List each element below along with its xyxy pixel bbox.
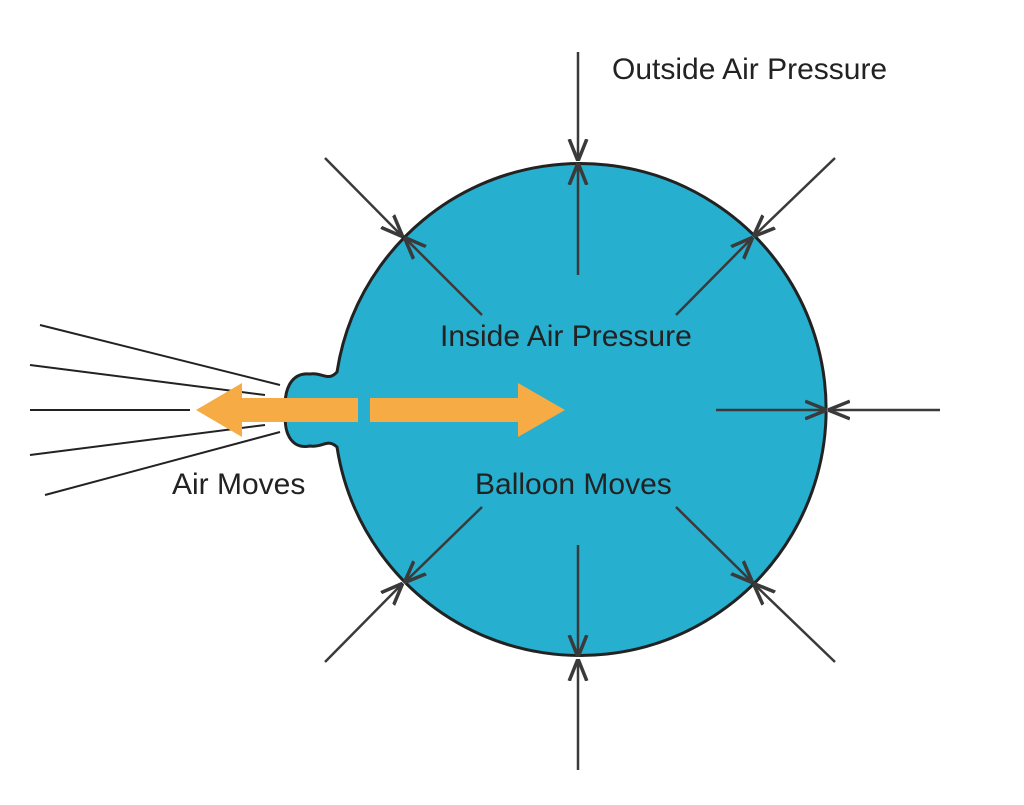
outside-arrow	[754, 157, 836, 236]
balloon-moves-arrow	[370, 383, 565, 437]
inside-arrow	[675, 238, 752, 316]
inside-arrow	[675, 506, 752, 582]
inside-arrow	[405, 506, 483, 582]
outside-arrow	[324, 157, 402, 236]
outside-pressure-arrows	[324, 52, 940, 770]
inside-air-pressure-label: Inside Air Pressure	[440, 320, 692, 353]
air-line	[44, 431, 281, 496]
outside-arrow	[324, 584, 402, 663]
inside-arrow	[405, 238, 483, 316]
outside-arrow	[754, 584, 836, 663]
air-moves-label: Air Moves	[172, 468, 305, 501]
air-moves-arrow	[196, 383, 358, 437]
outside-air-pressure-label: Outside Air Pressure	[612, 53, 887, 86]
air-line	[29, 364, 266, 396]
inside-pressure-arrows	[405, 164, 826, 656]
air-stream-lines	[29, 324, 281, 496]
air-line	[29, 424, 266, 456]
air-line	[39, 324, 281, 386]
balloon-moves-label: Balloon Moves	[475, 468, 672, 501]
